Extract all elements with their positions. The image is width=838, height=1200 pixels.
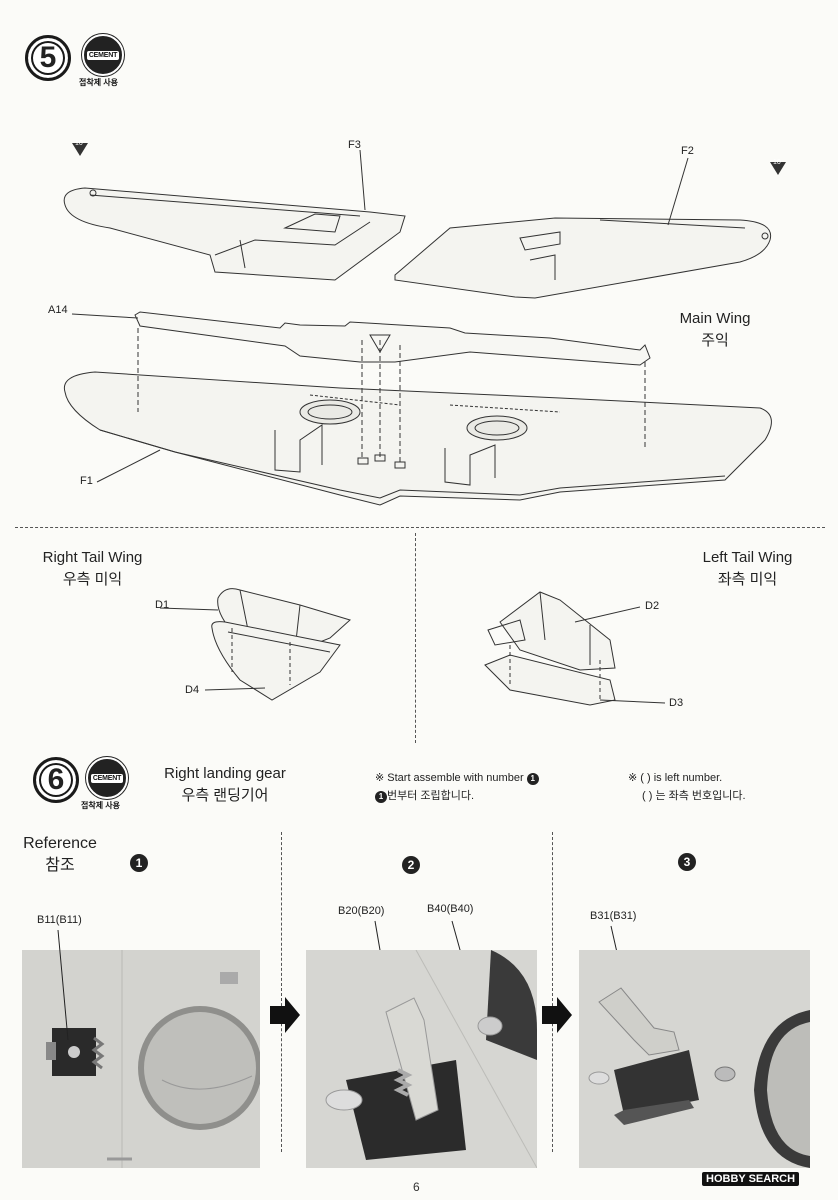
main-wing-en: Main Wing — [679, 310, 751, 327]
part-b31-label: B31(B31) — [590, 910, 637, 922]
cement-badge-text: CEMENT — [86, 50, 120, 60]
marker-left-text: 10 — [75, 140, 83, 147]
substep-1-number: 1 — [130, 854, 148, 872]
reference-photo-1 — [22, 950, 260, 1168]
reference-en: Reference — [23, 835, 97, 852]
part-d1-label: D1 — [155, 599, 170, 611]
landing-gear-ko: 우측 랜딩기어 — [181, 787, 269, 804]
part-f3-label: F3 — [348, 139, 361, 151]
page-number: 6 — [413, 1180, 420, 1194]
tail-divider — [415, 533, 416, 743]
reference-photo-2 — [306, 950, 537, 1168]
tail-wing-diagram — [159, 588, 666, 706]
cement-icon: CEMENT — [82, 34, 124, 76]
substep-3-number: 3 — [678, 853, 696, 871]
note1-en: ※ Start assemble with number — [375, 772, 524, 784]
part-b20-label: B20(B20) — [338, 905, 385, 917]
step-5-number-text: 5 — [39, 41, 57, 74]
left-tail-ko: 좌측 미익 — [717, 571, 778, 588]
note2-ko: ( ) 는 좌측 번호입니다. — [642, 790, 746, 802]
right-tail-title: Right Tail Wing 우측 미익 — [30, 547, 155, 591]
left-tail-title: Left Tail Wing 좌측 미익 — [685, 547, 810, 591]
main-wing-title: Main Wing 주익 — [665, 308, 765, 352]
note1-number: 1 — [526, 772, 539, 785]
part-b11-label: B11(B11) — [37, 914, 82, 926]
section-divider — [15, 527, 825, 528]
reference-title: Reference 참조 — [20, 833, 100, 877]
note1-ko-number: 1 — [375, 790, 387, 803]
part-d3-label: D3 — [669, 697, 684, 709]
part-d2-label: D2 — [645, 600, 660, 612]
part-d4-label: D4 — [185, 684, 200, 696]
part-b40-label: B40(B40) — [427, 903, 474, 915]
landing-gear-en: Right landing gear — [164, 765, 286, 782]
reference-ko: 참조 — [45, 857, 75, 874]
step-5-number: 5 — [25, 35, 71, 81]
substep-2-number: 2 — [402, 856, 420, 874]
main-wing-ko: 주익 — [701, 332, 729, 349]
step-6-number: 6 — [33, 757, 79, 803]
photo-divider-2 — [552, 832, 553, 1152]
note1-ko: 번부터 조립합니다. — [387, 790, 475, 802]
cement-icon-step6: CEMENT — [86, 757, 128, 799]
right-tail-en: Right Tail Wing — [42, 549, 143, 566]
right-tail-ko: 우측 미익 — [62, 571, 123, 588]
part-a14-label: A14 — [48, 304, 68, 316]
reference-photo-3 — [579, 950, 810, 1168]
cement-badge-text-step6: CEMENT — [90, 773, 124, 783]
cement-caption: 접착제 사용 — [79, 78, 119, 87]
step-6-number-text: 6 — [47, 763, 65, 796]
note2-en: ※ ( ) is left number. — [628, 772, 723, 784]
part-f1-label: F1 — [80, 475, 93, 487]
left-tail-en: Left Tail Wing — [702, 549, 793, 566]
marker-right-text: 10 — [773, 159, 781, 166]
landing-gear-title: Right landing gear 우측 랜딩기어 — [150, 763, 300, 807]
main-wing-diagram — [63, 143, 786, 506]
watermark-logo: HOBBY SEARCH — [702, 1172, 800, 1186]
part-f2-label: F2 — [681, 145, 694, 157]
cement-caption-step6: 접착제 사용 — [81, 801, 121, 810]
photo-divider-1 — [281, 832, 282, 1152]
left-number-note: ※ ( ) is left number. ( ) 는 좌측 번호입니다. — [628, 769, 746, 805]
